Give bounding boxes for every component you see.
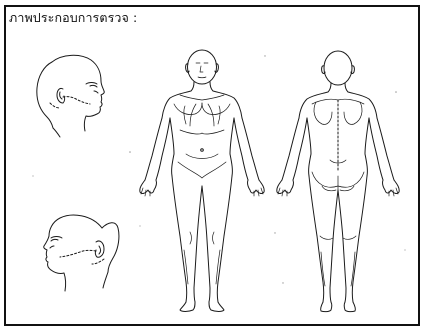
body-front-view: [140, 50, 264, 312]
body-back-view: [277, 51, 399, 312]
head-profile-right: [37, 55, 104, 137]
scan-specks: [32, 55, 405, 283]
head-profile-left: [44, 215, 119, 291]
